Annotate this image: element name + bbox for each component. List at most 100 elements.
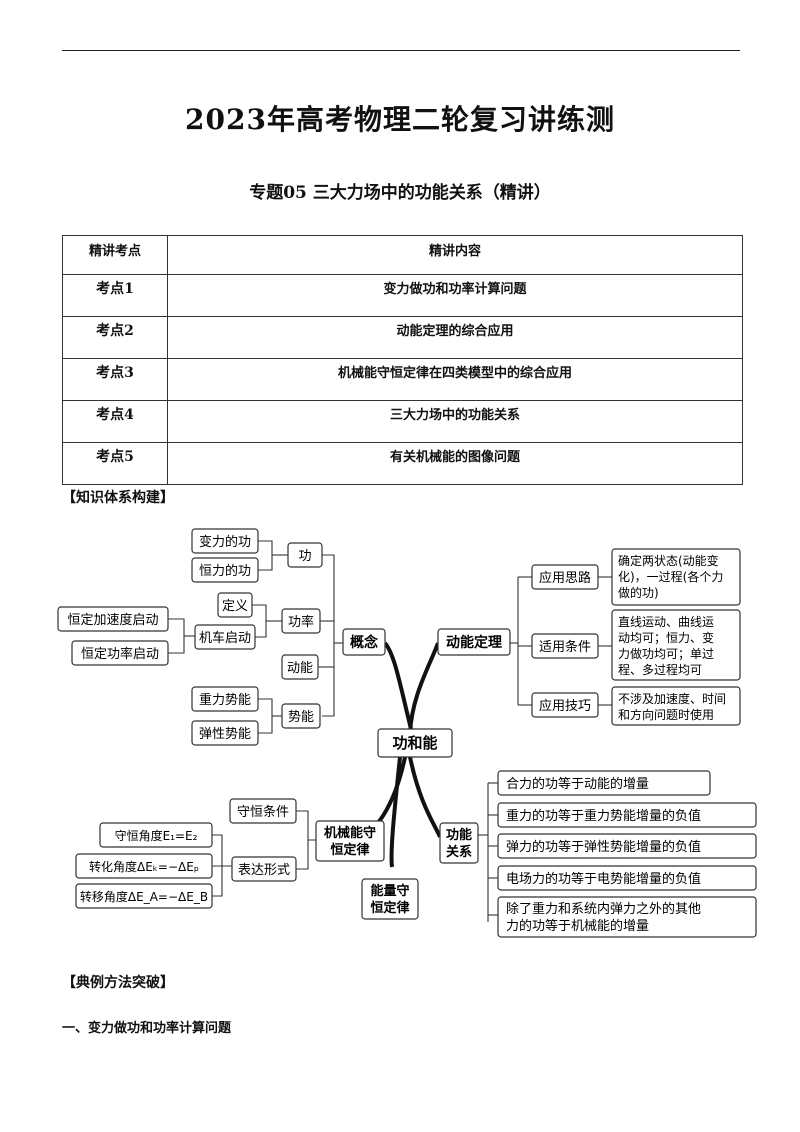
table-row: 考点3 机械能守恒定律在四类模型中的综合应用	[62, 358, 743, 401]
node-rel5-line: 除了重力和系统内弹力之外的其他	[506, 901, 701, 917]
node-c-cond	[229, 798, 297, 824]
topics-table: 精讲考点 精讲内容 考点1 变力做功和功率计算问题 考点2 动能定理的综合应用 …	[62, 235, 743, 485]
node-rel1	[497, 770, 711, 796]
node-power-car	[194, 624, 256, 650]
node-gong-const	[191, 557, 259, 583]
table-cell-content: 有关机械能的图像问题	[167, 442, 743, 485]
table-row: 考点1 变力做功和功率计算问题	[62, 274, 743, 317]
node-rel5-line: 力的功等于机械能的增量	[506, 918, 649, 934]
table-cell-content: 三大力场中的功能关系	[167, 400, 743, 443]
table-cell-content: 变力做功和功率计算问题	[167, 274, 743, 317]
section-methods: 【典例方法突破】	[62, 975, 174, 991]
node-t-skill-desc-line: 不涉及加速度、时间	[618, 691, 726, 706]
node-t-cond	[531, 633, 599, 659]
node-t-cond-label: 适用条件	[539, 639, 591, 655]
node-gong-label: 功	[298, 549, 311, 564]
node-gong	[287, 542, 323, 568]
node-power	[281, 608, 321, 634]
node-gong-var-label: 变力的功	[199, 534, 251, 550]
header-rule	[62, 50, 740, 51]
node-t-cond-desc-line: 程、多过程均可	[618, 662, 702, 677]
section-knowledge: 【知识体系构建】	[62, 490, 174, 506]
node-gong-const-label: 恒力的功	[199, 563, 251, 579]
node-theorem	[437, 628, 511, 656]
node-conservation-line: 机械能守	[324, 825, 376, 841]
node-conservation	[315, 820, 385, 862]
node-c-expr	[231, 856, 297, 882]
table-cell-content: 动能定理的综合应用	[167, 316, 743, 359]
node-pot-elastic	[191, 720, 259, 746]
node-concept	[342, 628, 386, 656]
table-header-cell: 精讲内容	[167, 235, 743, 275]
node-c-expr1-label: 守恒角度E₁=E₂	[115, 828, 198, 843]
table-cell-content: 机械能守恒定律在四类模型中的综合应用	[167, 358, 743, 401]
node-t-skill	[531, 692, 599, 718]
table-header-row: 精讲考点 精讲内容	[62, 235, 743, 275]
node-t-idea-desc	[611, 548, 741, 606]
table-cell-topic: 考点2	[62, 316, 168, 359]
section-part1: 一、变力做功和功率计算问题	[62, 1021, 232, 1036]
node-t-cond-desc-line: 直线运动、曲线运	[618, 615, 714, 629]
node-power-def	[217, 592, 253, 618]
table-cell-topic: 考点4	[62, 400, 168, 443]
node-c-expr1	[99, 822, 213, 848]
node-t-idea-desc-line: 化)，一过程(各个力	[618, 569, 723, 584]
node-rel2	[497, 802, 757, 828]
node-t-skill-desc	[611, 686, 741, 726]
node-conservation-line: 恒定律	[330, 842, 369, 858]
node-energy-cons	[361, 878, 419, 920]
node-rel2-label: 重力的功等于重力势能增量的负值	[506, 808, 701, 824]
table-cell-topic: 考点3	[62, 358, 168, 401]
node-rel3	[497, 833, 757, 859]
knowledge-mindmap: 变力的功 恒力的功 功 定义 机车启动 功率 恒定加速度启动 恒定功率启动 动能…	[57, 528, 757, 938]
node-t-idea-label: 应用思路	[539, 570, 591, 586]
node-power-def-label: 定义	[222, 599, 248, 614]
node-t-idea	[531, 564, 599, 590]
table-cell-topic: 考点5	[62, 442, 168, 485]
node-pot-elastic-label: 弹性势能	[199, 726, 251, 742]
node-t-skill-desc-line: 和方向问题时使用	[618, 707, 714, 722]
table-row: 考点4 三大力场中的功能关系	[62, 400, 743, 443]
mindmap-center-curves	[354, 641, 442, 868]
node-gong-var	[191, 528, 259, 554]
node-car-accel	[57, 606, 169, 632]
node-rel4	[497, 865, 757, 891]
node-concept-label: 概念	[350, 634, 379, 651]
node-c-expr3-label: 转移角度ΔE_A=−ΔE_B	[80, 889, 208, 904]
node-t-cond-desc-line: 力做功均可；单过	[618, 646, 714, 661]
node-c-expr-label: 表达形式	[238, 863, 290, 878]
table-row: 考点5 有关机械能的图像问题	[62, 442, 743, 485]
node-relations-line: 功能	[446, 827, 472, 843]
node-kinetic-label: 动能	[287, 661, 313, 676]
node-energy-cons-line: 能量守	[370, 883, 409, 899]
node-pot-grav-label: 重力势能	[199, 692, 251, 708]
node-center	[377, 728, 453, 758]
node-rel5	[497, 896, 757, 938]
node-t-idea-desc-line: 确定两状态(动能变	[618, 553, 719, 568]
node-relations	[439, 822, 479, 864]
node-car-power	[71, 640, 169, 666]
node-t-idea-desc-line: 做的功)	[618, 585, 659, 600]
node-t-cond-desc	[611, 609, 741, 681]
table-row: 考点2 动能定理的综合应用	[62, 316, 743, 359]
table-cell-topic: 考点1	[62, 274, 168, 317]
page-title: 2023年高考物理二轮复习讲练测	[185, 103, 615, 136]
node-center-label: 功和能	[392, 734, 437, 752]
node-c-expr2-label: 转化角度ΔEₖ=−ΔEₚ	[89, 859, 199, 874]
node-power-car-label: 机车启动	[199, 630, 251, 646]
node-c-expr3	[75, 883, 213, 909]
node-rel3-label: 弹力的功等于弹性势能增量的负值	[506, 839, 701, 855]
node-pot-grav	[191, 686, 259, 712]
node-relations-line: 关系	[446, 844, 472, 860]
node-t-cond-desc-line: 动均可；恒力、变	[618, 630, 714, 645]
node-rel4-label: 电场力的功等于电势能增量的负值	[506, 871, 701, 887]
node-energy-cons-line: 恒定律	[370, 900, 409, 916]
node-potential	[281, 703, 321, 729]
mindmap-connectors	[168, 540, 612, 922]
node-rel1-label: 合力的功等于动能的增量	[506, 776, 649, 792]
node-potential-label: 势能	[288, 709, 314, 725]
node-c-expr2	[75, 853, 213, 879]
node-theorem-label: 动能定理	[446, 634, 502, 651]
node-t-skill-label: 应用技巧	[539, 698, 591, 714]
node-power-label: 功率	[288, 614, 314, 630]
